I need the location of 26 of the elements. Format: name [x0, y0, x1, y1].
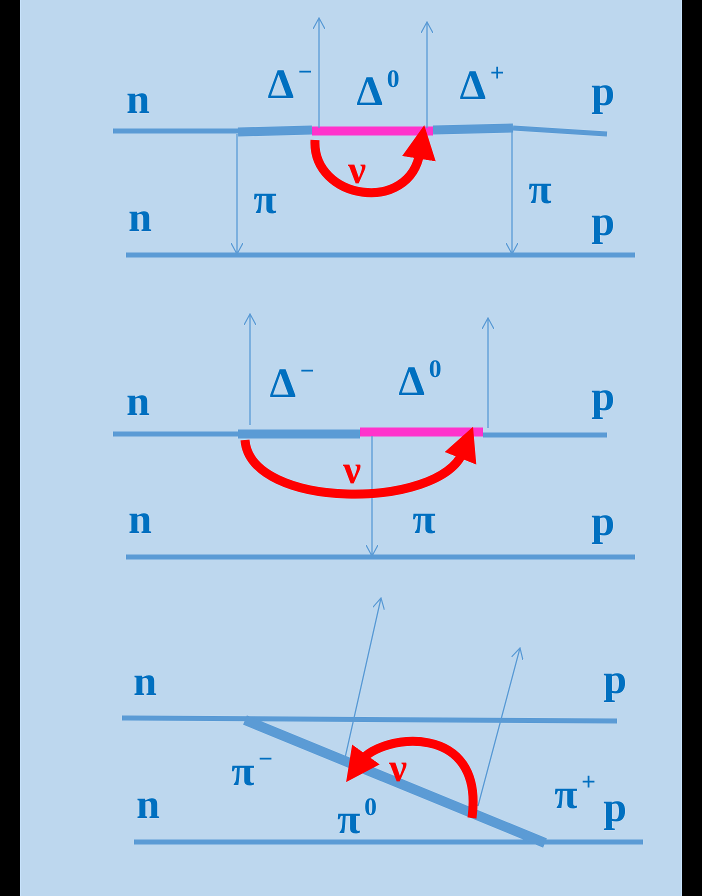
particle-label: Δ$^{−}$	[268, 64, 312, 106]
particle-label: p	[591, 201, 615, 243]
particle-label: p	[591, 501, 615, 543]
particle-label: p	[591, 376, 615, 418]
particle-label: n	[126, 381, 150, 423]
neutrino-label: ν	[348, 150, 366, 190]
particle-label: π	[412, 499, 436, 541]
particle-label: π	[254, 179, 276, 221]
particle-label: p	[591, 71, 615, 113]
particle-label: Δ$^{+}$	[460, 65, 504, 107]
particle-label: π$^{−}$	[231, 751, 273, 793]
particle-label: n	[128, 197, 152, 239]
particle-label: Δ$^{0}$	[356, 71, 400, 113]
particle-label: n	[133, 661, 157, 703]
particle-label: Δ$^{0}$	[398, 361, 442, 403]
particle-label: Δ$^{−}$	[270, 363, 314, 405]
particle-label: π$^{+}$	[554, 774, 596, 816]
particle-label: n	[128, 499, 152, 541]
particle-label: π	[528, 169, 552, 211]
particle-label: p	[603, 659, 627, 701]
neutrino-label: ν	[343, 450, 361, 490]
particle-label: n	[136, 784, 160, 826]
particle-label: p	[603, 787, 627, 829]
neutrino-label: ν	[389, 748, 407, 788]
particle-label: n	[126, 79, 150, 121]
particle-label: π$^{0}$	[337, 799, 377, 841]
